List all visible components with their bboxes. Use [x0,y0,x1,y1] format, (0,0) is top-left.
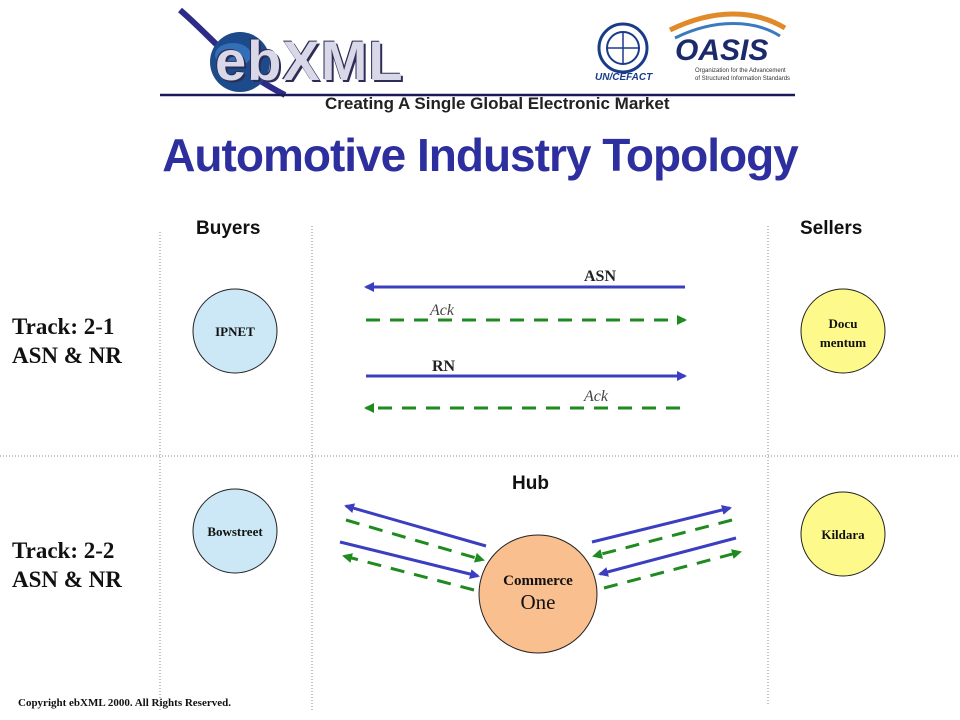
commerce-one-node [478,534,598,654]
page-title: Automotive Industry Topology [162,129,799,181]
documentum-node [800,288,886,374]
hub-left-solid-1 [344,503,487,548]
track-2-line1: Track: 2-2 [12,538,115,563]
commerce-one-line1: Commerce [503,573,573,589]
hub-heading: Hub [512,473,549,494]
copyright-notice: Copyright ebXML 2000. All Rights Reserve… [18,697,231,709]
rn-label: RN [432,358,456,375]
ebxml-logo-graphic [160,7,795,98]
documentum-label: Docu mentum [801,314,885,352]
tagline: Creating A Single Global Electronic Mark… [325,94,670,113]
sellers-heading: Sellers [800,218,863,239]
ipnet-node [192,288,278,374]
track-1-line1: Track: 2-1 [12,314,115,339]
hub-right-solid-1 [591,505,732,544]
oasis-subtitle-2: of Structured Information Standards [695,76,791,82]
bowstreet-label: Bowstreet [207,524,263,539]
asn-label: ASN [584,268,617,285]
hub-left-dashed-2 [342,553,475,592]
bowstreet-node [192,488,278,574]
hub-right-solid-2 [598,536,737,577]
oasis-logo-text: OASIS [675,34,769,67]
hub-right-dashed-2 [603,549,742,590]
ebxml-logo-text: ebXML [215,29,404,92]
un-cefact-label: UN/CEFACT [595,72,653,83]
documentum-label-line1: Docu [828,316,858,331]
track-2-line2: ASN & NR [12,567,122,592]
hub-left-solid-2 [339,540,480,579]
ack1-label: Ack [430,302,454,319]
oasis-subtitle-1: Organization for the Advancement [695,68,786,74]
ipnet-label: IPNET [215,324,255,339]
buyers-heading: Buyers [196,218,261,239]
ack2-label: Ack [584,388,608,405]
track-2-label: Track: 2-2 ASN & NR [12,536,122,594]
commerce-one-label: Commerce One [479,573,597,615]
track-1-line2: ASN & NR [12,343,122,368]
kildara-label: Kildara [821,527,865,542]
kildara-node [800,491,886,577]
header-banner: ebXML Creating A Single Global Electroni… [155,0,805,120]
documentum-label-line2: mentum [819,335,867,350]
commerce-one-line2: One [520,590,556,614]
track-1-label: Track: 2-1 ASN & NR [12,312,122,370]
